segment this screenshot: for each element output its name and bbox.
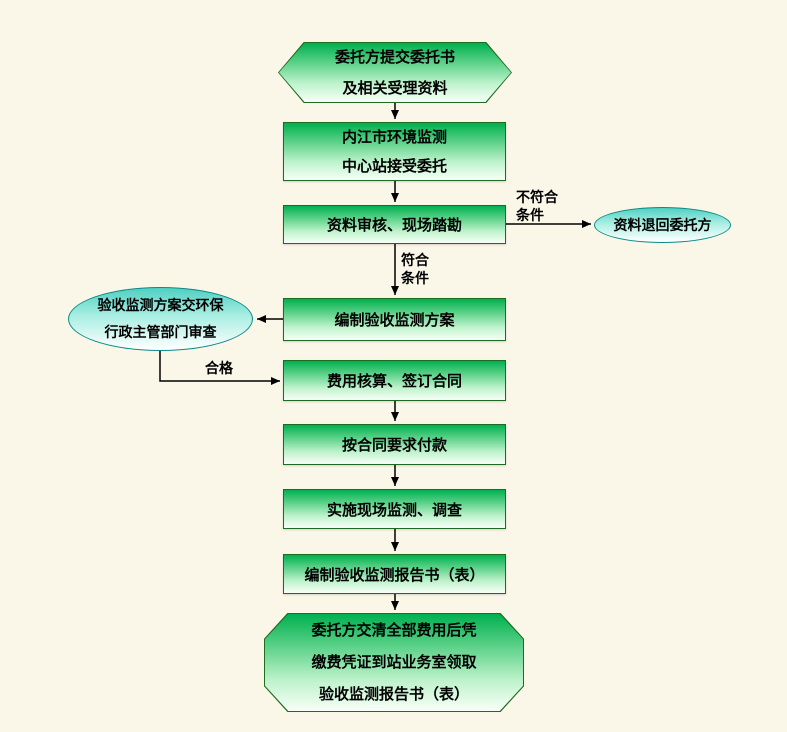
- edge-label-not-qualified-line: 条件: [516, 207, 544, 223]
- node-end-fill: [265, 614, 523, 711]
- node-payment: 按合同要求付款: [283, 424, 506, 465]
- node-return-docs: 资料退回委托方: [594, 207, 731, 243]
- edge-label-qualified-condition-line: 符合: [401, 252, 429, 268]
- edge-label-qualified-condition: 符合 条件: [401, 251, 429, 287]
- node-start: 委托方提交委托书 及相关受理资料: [278, 42, 512, 103]
- node-end: 委托方交清全部费用后凭 缴费凭证到站业务室领取 验收监测报告书（表）: [264, 613, 524, 712]
- node-submit-review-line: 验收监测方案交环保: [97, 297, 224, 313]
- node-review-line: 资料审核、现场踏勘: [326, 217, 462, 234]
- edge-label-qualified: 合格: [205, 359, 233, 377]
- node-report: 编制验收监测报告书（表）: [283, 554, 506, 594]
- node-monitor: 实施现场监测、调查: [283, 489, 506, 529]
- node-contract: 费用核算、签订合同: [283, 360, 506, 401]
- node-plan-line: 编制验收监测方案: [334, 312, 455, 329]
- node-start-line: 及相关受理资料: [342, 79, 448, 97]
- node-return-docs-line: 资料退回委托方: [613, 217, 712, 233]
- node-end-line: 委托方交清全部费用后凭: [311, 621, 477, 639]
- node-submit-review: 验收监测方案交环保 行政主管部门审查: [68, 287, 253, 351]
- node-accept-line: 内江市环境监测: [341, 128, 447, 146]
- node-end-line: 验收监测报告书（表）: [318, 685, 469, 703]
- edge-label-qualified-line: 合格: [205, 360, 233, 376]
- node-submit-review-line: 行政主管部门审查: [104, 324, 217, 340]
- node-accept-line: 中心站接受委托: [341, 157, 447, 175]
- node-plan: 编制验收监测方案: [283, 298, 506, 341]
- edge-label-qualified-condition-line: 条件: [401, 270, 429, 286]
- edge-label-not-qualified-line: 不符合: [516, 189, 558, 205]
- edge-label-not-qualified: 不符合 条件: [516, 188, 558, 224]
- node-accept: 内江市环境监测 中心站接受委托: [283, 122, 506, 181]
- node-monitor-line: 实施现场监测、调查: [326, 501, 462, 519]
- node-payment-line: 按合同要求付款: [341, 437, 447, 454]
- node-start-fill: [279, 43, 511, 102]
- node-start-line: 委托方提交委托书: [334, 48, 455, 66]
- node-contract-line: 费用核算、签订合同: [326, 373, 462, 390]
- node-end-line: 缴费凭证到站业务室领取: [311, 653, 477, 671]
- node-review: 资料审核、现场踏勘: [283, 205, 506, 244]
- node-report-line: 编制验收监测报告书（表）: [304, 566, 485, 584]
